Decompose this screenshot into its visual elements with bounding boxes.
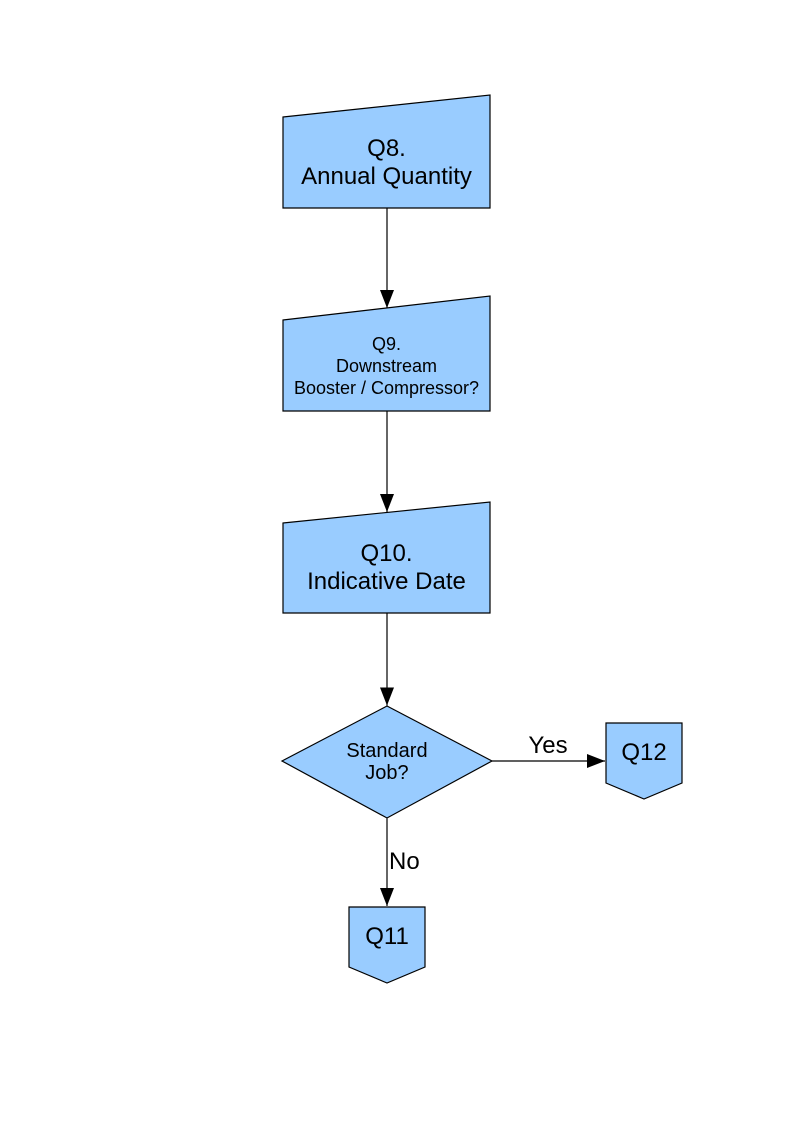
node-q8-shape — [282, 94, 491, 209]
node-q9-shape — [282, 295, 491, 412]
node-q10-shape — [282, 501, 491, 614]
node-decision-shape — [280, 705, 494, 819]
node-q11-shape — [348, 906, 426, 984]
node-q12-shape — [605, 722, 683, 800]
